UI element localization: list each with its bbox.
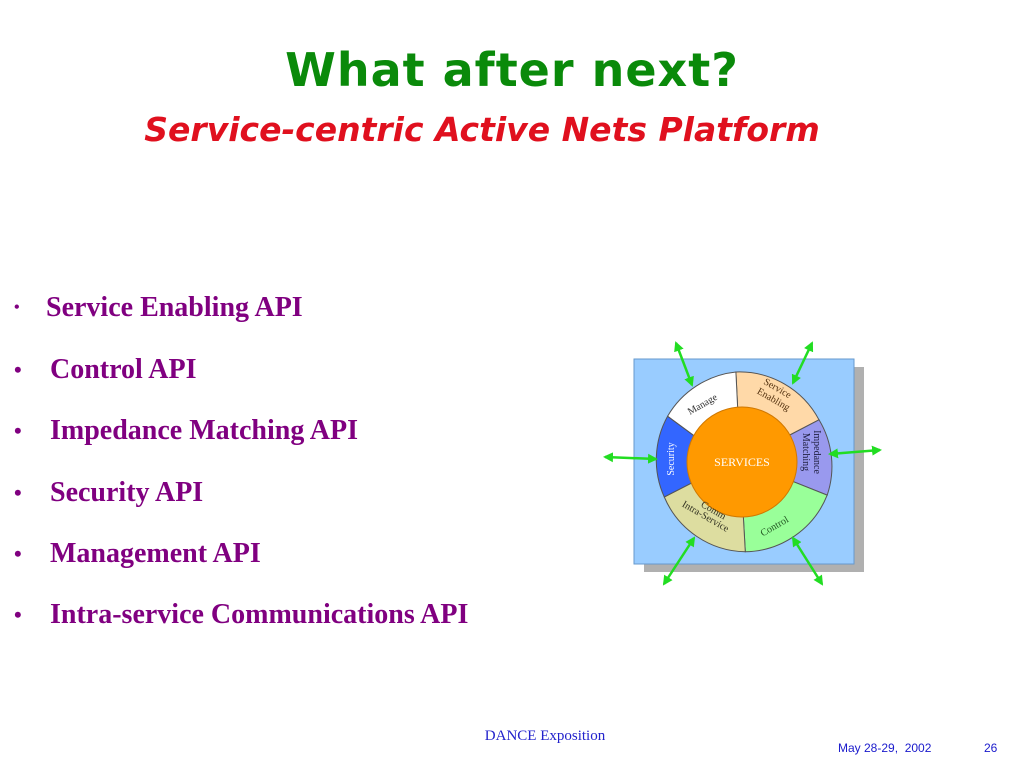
- services-label: SERVICES: [714, 455, 770, 469]
- bullet-marker: •: [14, 602, 22, 627]
- footer-event: DANCE Exposition: [484, 728, 606, 744]
- bullet-item: • Control API: [14, 352, 614, 388]
- slide-subtitle: Service-centric Active Nets Platform: [144, 110, 820, 149]
- bullet-text: Security API: [50, 477, 204, 508]
- footer-date: May 28-29, 2002: [838, 741, 932, 755]
- arrow-top-right: [791, 341, 814, 385]
- bullet-item: • Intra-service Communications API: [14, 597, 614, 633]
- footer-page-number: 26: [984, 741, 998, 755]
- arrow-left: [603, 452, 658, 464]
- bullet-text: Control API: [50, 354, 197, 385]
- impedance-label-1: Impedance: [811, 430, 822, 474]
- slide-title: What after next?: [285, 43, 739, 97]
- bullet-item: • Management API: [14, 536, 614, 572]
- security-label: Security: [666, 442, 677, 475]
- bullet-list: • Service Enabling API • Control API • Impe…: [14, 290, 614, 633]
- arrow-bottom-left: [662, 536, 696, 586]
- arrow-top-left: [674, 341, 694, 387]
- bullet-item: • Service Enabling API: [14, 290, 614, 326]
- bullet-marker: •: [14, 357, 22, 382]
- bullet-text: Intra-service Communications API: [50, 599, 469, 630]
- bullet-marker: •: [14, 480, 22, 505]
- bullet-item: • Impedance Matching API: [14, 413, 614, 449]
- bullet-marker: •: [14, 418, 22, 443]
- bullet-text: Management API: [50, 538, 261, 569]
- bullet-text: Impedance Matching API: [50, 415, 358, 446]
- arrow-right: [828, 445, 882, 459]
- impedance-label-2: Matching: [800, 433, 811, 471]
- services-diagram: SERVICES Manage Service Enabling Impedan…: [603, 341, 882, 586]
- arrow-bottom-right: [791, 536, 824, 586]
- bullet-marker: •: [14, 541, 22, 566]
- bullet-text: Service Enabling API: [46, 292, 303, 323]
- bullet-item: • Security API: [14, 475, 614, 511]
- services-core: [686, 406, 798, 518]
- bullet-marker: •: [14, 299, 20, 316]
